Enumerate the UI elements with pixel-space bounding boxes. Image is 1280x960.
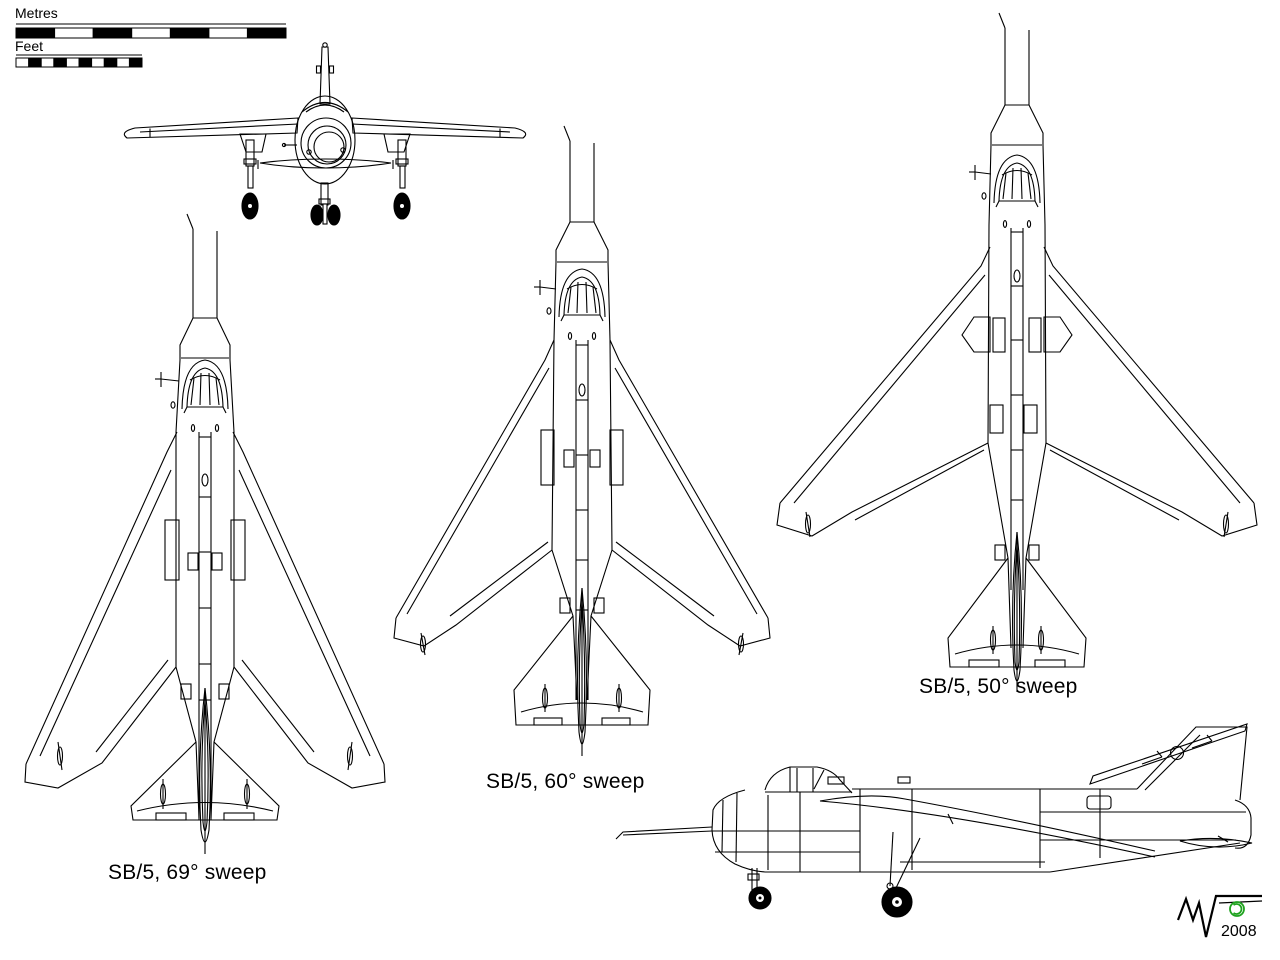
top-view-60-drawing	[393, 125, 771, 756]
scale-bar-metres	[15, 23, 287, 39]
top-view-50-drawing	[776, 12, 1258, 692]
signature-year: 2008	[1221, 923, 1257, 940]
side-view-drawing	[615, 723, 1253, 918]
label-sweep-60: SB/5, 60° sweep	[486, 770, 645, 793]
top-view-69-drawing	[24, 213, 386, 854]
metres-scale-label: Metres	[15, 5, 58, 21]
label-sweep-50: SB/5, 50° sweep	[919, 675, 1078, 698]
scale-bar-feet	[15, 54, 143, 68]
feet-scale-label: Feet	[15, 38, 44, 54]
label-sweep-69: SB/5, 69° sweep	[108, 861, 267, 884]
front-view-drawing	[123, 42, 527, 226]
copyright-icon	[1229, 901, 1245, 917]
av-logo	[1176, 894, 1263, 938]
